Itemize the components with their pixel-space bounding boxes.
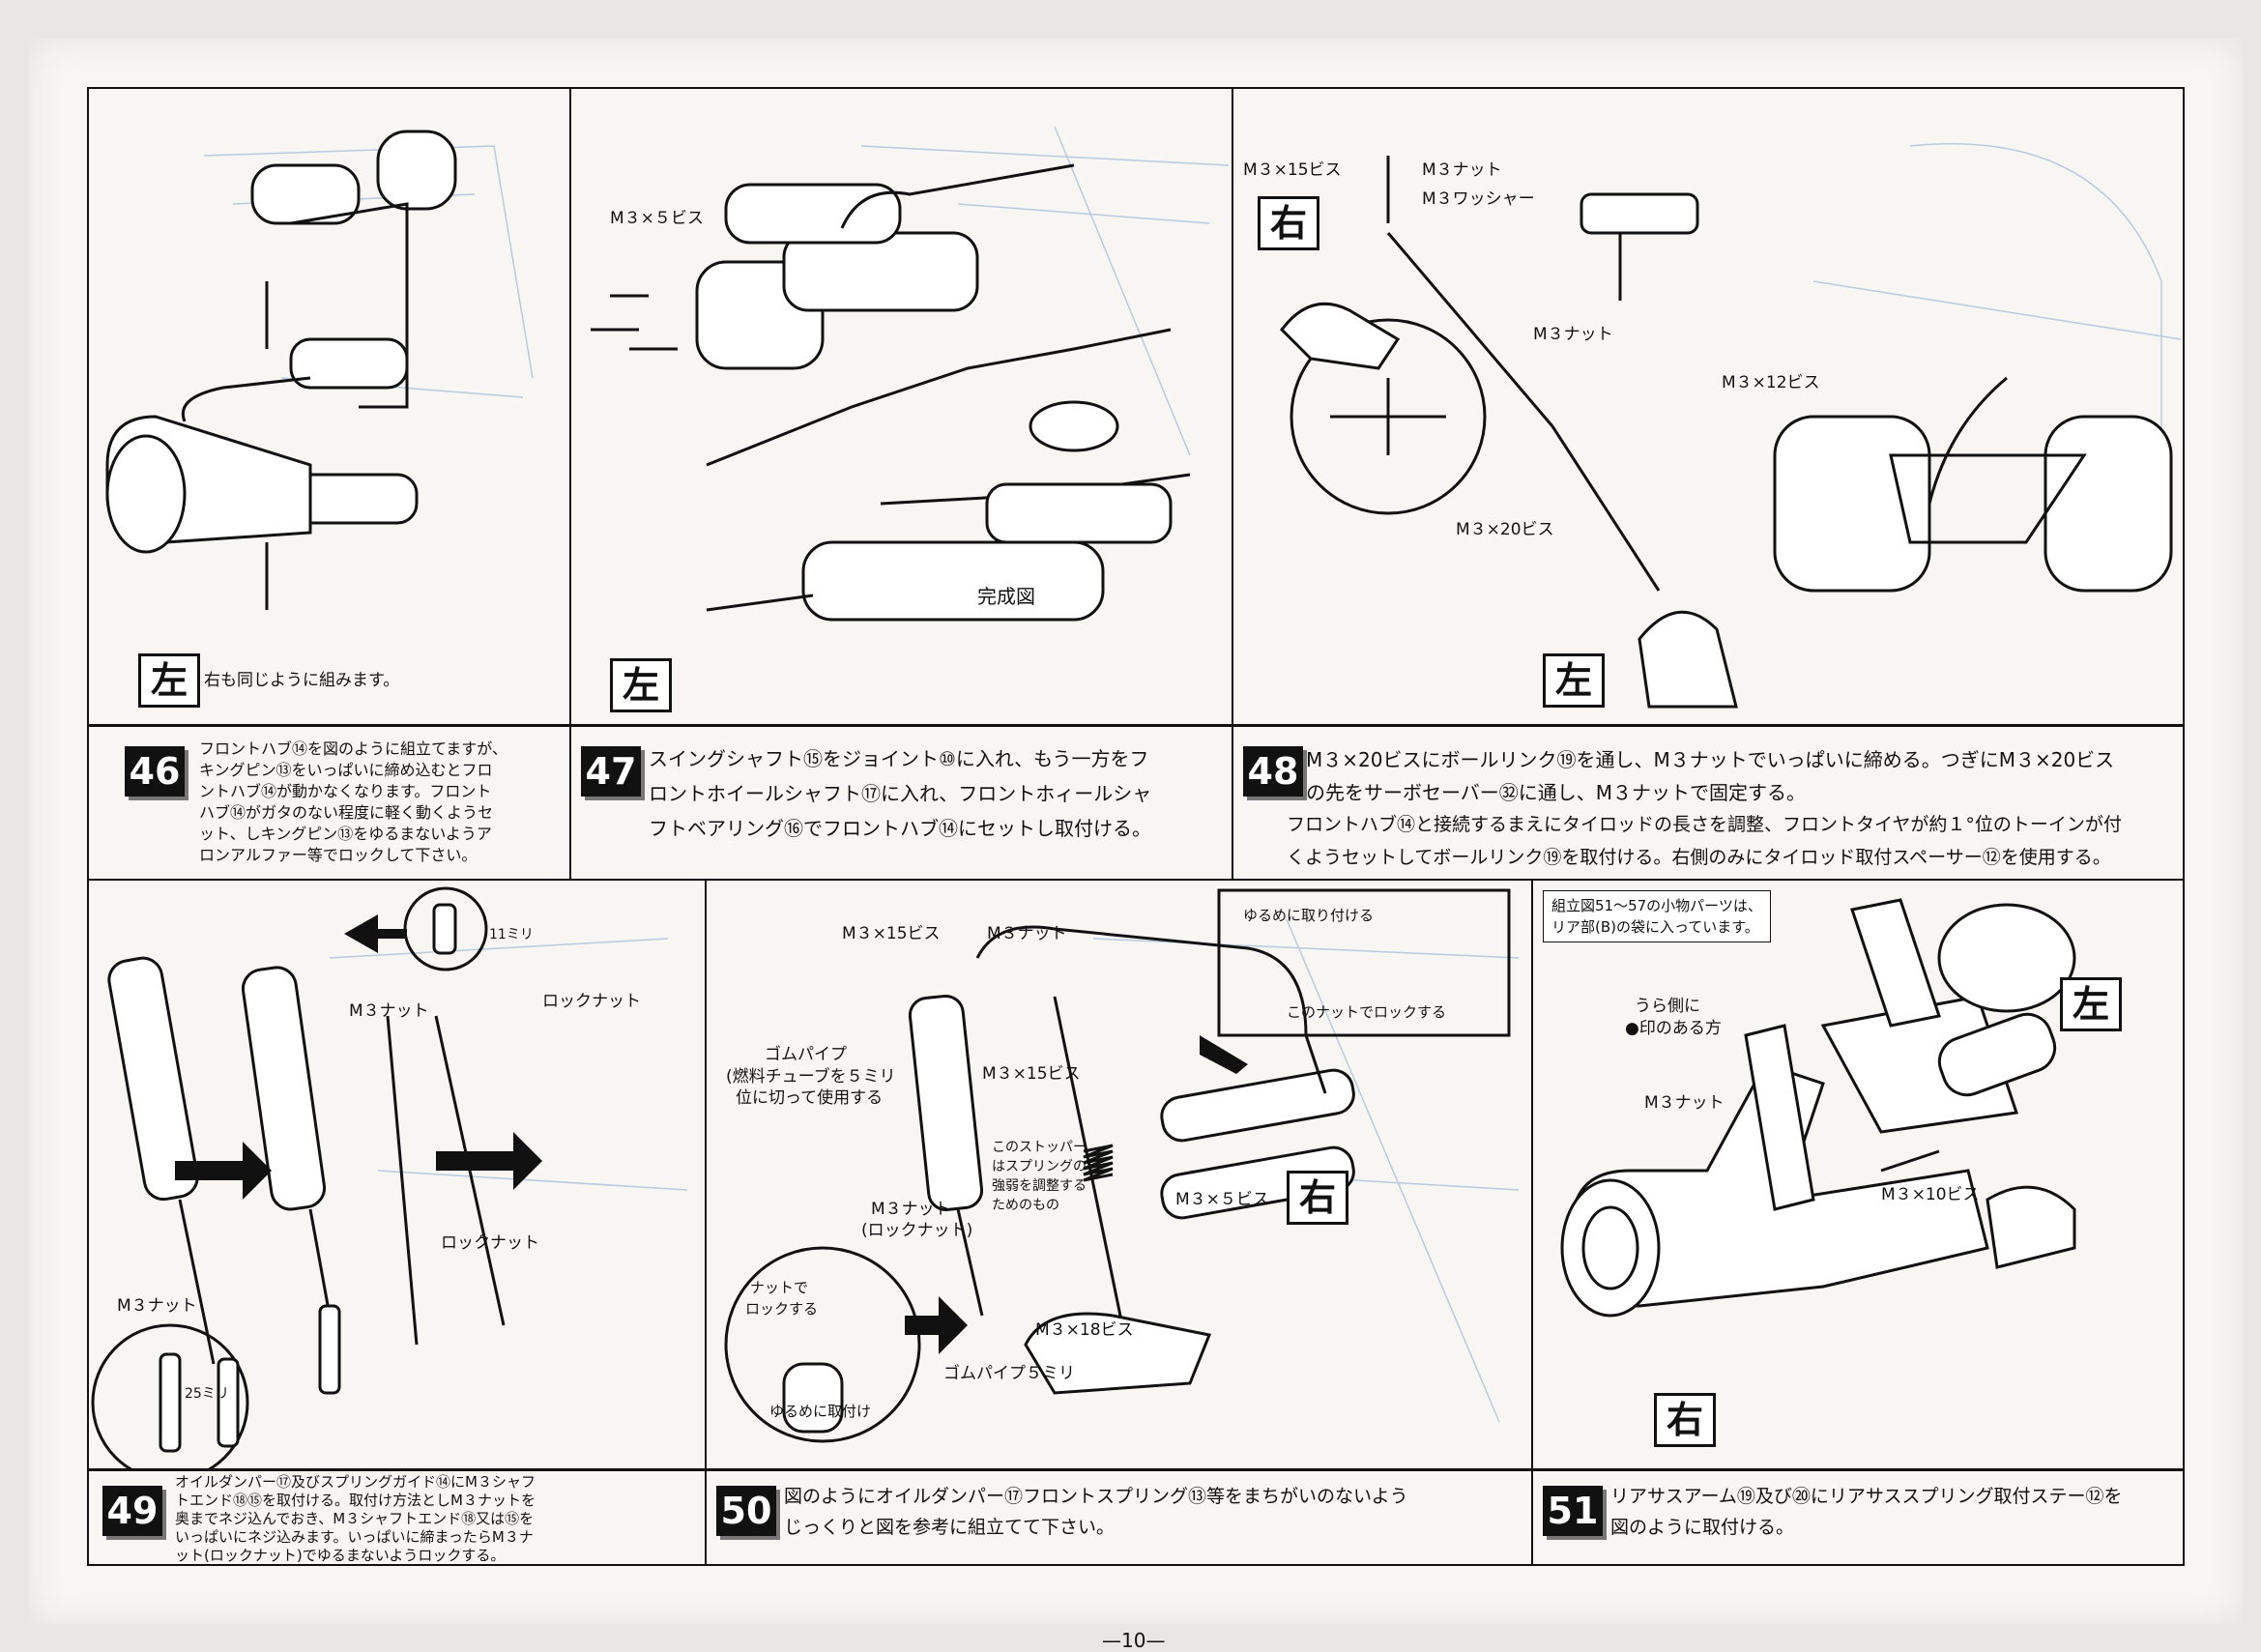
finished-view-label: 完成図 [977, 585, 1035, 608]
step-number-46: 46 [125, 746, 185, 797]
step-50-text: 図のようにオイルダンパー⑰フロントスプリング⑬等をまちがいのないよう じっくりと… [784, 1486, 1408, 1538]
label-m3x10-screw: M３×10ビス [1881, 1185, 1980, 1204]
front-hub-diagram [105, 130, 534, 610]
left-side-tag: 左 [610, 658, 673, 712]
label-lock-this-nut: このナットでロックする [1287, 1003, 1447, 1021]
step-number-48: 48 [1243, 746, 1303, 797]
label-attach-loosely-inset: ゆるめに取り付ける [1243, 907, 1375, 924]
step-49-text: オイルダンパー⑰及びスプリングガイド⑭にM３シャフ トエンド⑱⑮を取付ける。取付… [175, 1473, 536, 1564]
label-m3-nut: M３ナット [349, 1001, 429, 1021]
step-48-line-2: の先をサーボセーバー㉜に通し、M３ナットで固定する。 [1306, 781, 1807, 804]
step-48-line-4: くようセットしてボールリンク⑲を取付ける。右側のみにタイロッド取付スペーサー⑫を… [1287, 847, 2111, 868]
step-51-text: リアサスアーム⑲及び⑳にリアサススプリング取付ステー⑫を 図のように取付ける。 [1610, 1486, 2123, 1538]
label-m3-nut-2: M３ナット [117, 1296, 197, 1316]
left-side-tag: 左 [2060, 977, 2123, 1031]
step-48-line-1: M３×20ビスにボールリンク⑲を通し、M３ナットでいっぱいに締める。つぎにM３×… [1306, 748, 2115, 771]
label-lock-with-nut-1: ナットで [750, 1279, 809, 1296]
panel-46-note: 右も同じように組みます。 [204, 671, 400, 690]
step-48-line-3: フロントハブ⑭と接続するまえにタイロッドの長さを調整、フロントタイヤが約１°位の… [1287, 814, 2122, 835]
label-11mm: 11ミリ [489, 927, 534, 942]
label-m3-nut: M３ナット [1644, 1093, 1725, 1113]
step-number-50: 50 [716, 1486, 776, 1536]
small-parts-note: 組立図51～57の小物パーツは、 リア部(B)の袋に入っています。 [1543, 890, 1771, 942]
panel-51-illustration: 組立図51～57の小物パーツは、 リア部(B)の袋に入っています。 うら側に ●… [1532, 880, 2185, 1469]
label-m3x5-screw: M３×５ビス [1175, 1190, 1269, 1209]
label-m3x15-screw: M３×15ビス [1243, 160, 1342, 180]
step-number-51: 51 [1543, 1486, 1603, 1536]
label-m3-nut-lock: M３ナット [871, 1200, 951, 1219]
left-side-tag: 左 [1543, 653, 1606, 708]
tie-rod-diagram [1280, 143, 2182, 709]
label-attach-loosely: ゆるめに取付け [769, 1403, 872, 1420]
step-number-49: 49 [102, 1486, 162, 1536]
label-back-side: うら側に [1635, 997, 1700, 1016]
label-stopper-1: このストッパー [992, 1140, 1087, 1155]
panel-46-illustration: 左 右も同じように組みます。 [87, 87, 570, 725]
step-48-box: 48 M３×20ビスにボールリンク⑲を通し、M３ナットでいっぱいに締める。つぎに… [1232, 725, 2185, 880]
label-m3x15-screw: M３×15ビス [842, 924, 941, 943]
step-47-text: スイングシャフト⑮をジョイント⑩に入れ、もう一方をフ ロントホイールシャフト⑰に… [649, 747, 1152, 840]
label-lock-nut: ロックナット [542, 992, 641, 1011]
label-m3-nut: M３ナット [1422, 160, 1502, 180]
label-stopper-4: ためのもの [992, 1198, 1059, 1213]
panel-48-illustration: M３×15ビス M３ナット M３ワッシャー M３ナット M３×12ビス M３×2… [1232, 87, 2185, 725]
label-fuel-tube-2: 位に切って使用する [736, 1088, 884, 1108]
label-rubber-pipe: ゴムパイプ [765, 1045, 847, 1064]
label-m3-washer: M３ワッシャー [1422, 189, 1535, 209]
label-stopper-3: 強弱を調整する [992, 1178, 1087, 1194]
label-m3-nut: M３ナット [987, 924, 1067, 943]
right-side-tag: 右 [1287, 1171, 1349, 1225]
swing-shaft-diagram [591, 126, 1230, 622]
label-m3-nut-2: M３ナット [1533, 325, 1613, 344]
manual-page: 左 右も同じように組みます。 M３×５ビス 完成図 左 [29, 39, 2243, 1652]
panel-50-illustration: M３×15ビス M３ナット ゴムパイプ (燃料チューブを５ミリ 位に切って使用す… [706, 880, 1532, 1469]
step-46-text: フロントハブ⑭を図のように組立てますが、 キングピン⑬をいっぱいに締め込むとフロ… [199, 739, 507, 864]
step-number-47: 47 [581, 746, 641, 797]
label-m3x12-screw: M３×12ビス [1722, 373, 1820, 392]
panel-47-illustration: M３×５ビス 完成図 左 [570, 87, 1232, 725]
label-25mm: 25ミリ [185, 1386, 229, 1402]
oil-damper-diagram [91, 886, 688, 1468]
label-lock-with-nut-2: ロックする [745, 1300, 819, 1318]
right-side-tag: 右 [1654, 1393, 1717, 1447]
label-dot-side: ●印のある方 [1625, 1019, 1722, 1038]
screw-label: M３×５ビス [610, 209, 704, 228]
panel-49-illustration: M３ナット ロックナット ロックナット M３ナット 11ミリ 25ミリ [87, 880, 706, 1469]
rear-suspension-arm-diagram [1560, 898, 2076, 1318]
left-side-tag: 左 [138, 653, 201, 708]
step-47-box: 47 スイングシャフト⑮をジョイント⑩に入れ、もう一方をフ ロントホイールシャフ… [570, 725, 1232, 880]
label-lock-nut: (ロックナット) [861, 1221, 973, 1240]
step-51-box: 51 リアサスアーム⑲及び⑳にリアサススプリング取付ステー⑫を 図のように取付け… [1532, 1469, 2185, 1566]
step-49-box: 49 オイルダンパー⑰及びスプリングガイド⑭にM３シャフ トエンド⑱⑮を取付ける… [87, 1469, 706, 1566]
label-m3x20-screw: M３×20ビス [1456, 520, 1554, 539]
front-spring-diagram [724, 888, 1520, 1443]
label-lock-nut-2: ロックナット [441, 1233, 539, 1253]
label-rubber-pipe-5mm: ゴムパイプ５ミリ [943, 1364, 1075, 1383]
step-46-box: 46 フロントハブ⑭を図のように組立てますが、 キングピン⑬をいっぱいに締め込む… [87, 725, 570, 880]
page-number: —10— [1102, 1629, 1166, 1652]
label-m3x18-screw: M３×18ビス [1035, 1320, 1134, 1340]
label-m3x15-screw-2: M３×15ビス [982, 1064, 1081, 1084]
right-side-tag: 右 [1258, 196, 1320, 250]
label-stopper-2: はスプリングの [992, 1159, 1087, 1174]
step-50-box: 50 図のようにオイルダンパー⑰フロントスプリング⑬等をまちがいのないよう じっ… [706, 1469, 1532, 1566]
label-fuel-tube-1: (燃料チューブを５ミリ [726, 1067, 896, 1087]
